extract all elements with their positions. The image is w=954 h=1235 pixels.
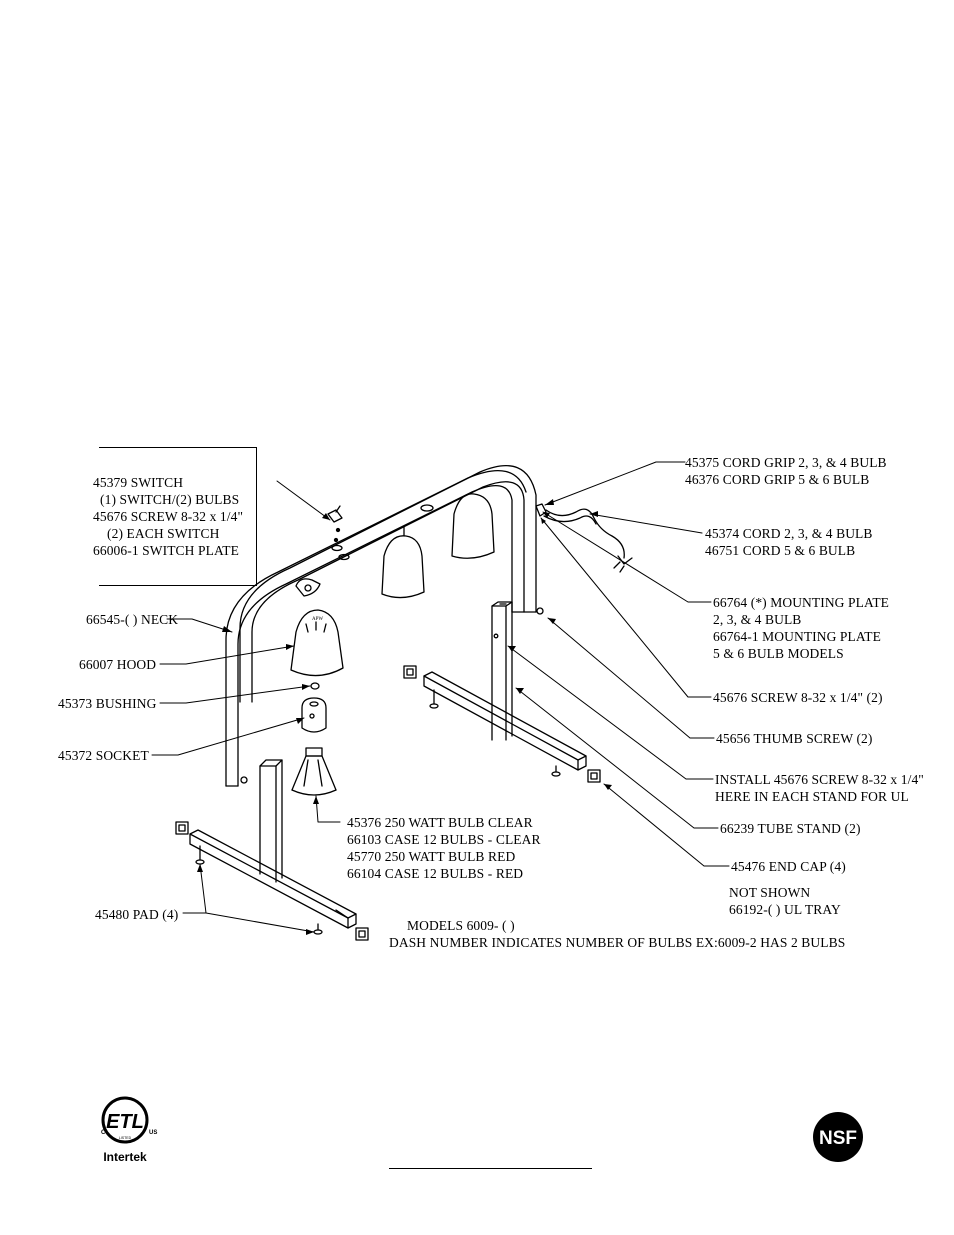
nsf-mark-text: NSF [819,1128,857,1149]
nsf-logo: NSF [813,1112,863,1162]
screw-label: 45676 SCREW 8-32 x 1/4" (2) [713,690,883,705]
tube-stand-left [189,759,357,935]
mounting-plate-label-3: 66764-1 MOUNTING PLATE [713,629,881,644]
bulb-part [291,747,337,796]
end-cap-left-1 [175,821,189,835]
bulb-label-2: 66103 CASE 12 BULBS - CLEAR [347,832,541,847]
mounting-plate-label-4: 5 & 6 BULB MODELS [713,646,844,661]
etl-listed-logo: ETL C US LISTED Intertek [101,1096,157,1164]
intertek-text: Intertek [103,1150,147,1164]
switch-callout-box [99,447,257,586]
hood-label: 66007 HOOD [79,657,157,672]
hood-exploded: APW [290,609,344,677]
thumb-screw-label: 45656 THUMB SCREW (2) [716,731,873,746]
end-cap-right-1 [403,665,417,679]
dash-note-label: DASH NUMBER INDICATES NUMBER OF BULBS EX… [389,935,846,950]
neck-frame [225,465,544,787]
tube-stand-label: 66239 TUBE STAND (2) [720,821,861,836]
etl-c-text: C [101,1130,106,1136]
switch-label-4: (2) EACH SWITCH [107,526,220,541]
neck-label: 66545-( ) NECK [86,612,179,627]
end-cap-label: 45476 END CAP (4) [731,859,846,874]
mounting-plate-label-1: 66764 (*) MOUNTING PLATE [713,595,890,610]
arrowheads [197,499,612,935]
cord-label-2: 46751 CORD 5 & 6 BULB [705,543,856,558]
svg-text:APW: APW [312,617,323,622]
bushing-label: 45373 BUSHING [58,696,157,711]
bulb-label-1: 45376 250 WATT BULB CLEAR [347,815,533,830]
switch-part [327,505,343,552]
cord-part [535,503,633,573]
models-label: MODELS 6009- ( ) [407,918,515,933]
cord-grip-label-1: 45375 CORD GRIP 2, 3, & 4 BULB [685,455,887,470]
etl-us-text: US [149,1130,157,1136]
bulb-label-3: 45770 250 WATT BULB RED [347,849,516,864]
switch-plate-part [295,578,321,597]
cord-grip-label-2: 46376 CORD GRIP 5 & 6 BULB [685,472,870,487]
hood-back-2 [451,493,495,559]
tube-stand-right [423,601,587,777]
etl-listed-text: LISTED [119,1136,132,1140]
switch-label-5: 66006-1 SWITCH PLATE [93,543,239,558]
install-label-2: HERE IN EACH STAND FOR UL [715,789,909,804]
switch-label-1: 45379 SWITCH [93,475,184,490]
pad-label: 45480 PAD (4) [95,907,179,922]
install-label-1: INSTALL 45676 SCREW 8-32 x 1/4" [715,772,924,787]
switch-label-3: 45676 SCREW 8-32 x 1/4" [93,509,244,524]
ul-tray-label: 66192-( ) UL TRAY [729,902,841,917]
cord-label-1: 45374 CORD 2, 3, & 4 BULB [705,526,873,541]
leader-lines [151,461,730,933]
end-cap-left-2 [355,927,369,941]
bulb-label-4: 66104 CASE 12 BULBS - RED [347,866,524,881]
signature-line [389,1168,592,1169]
hood-back-1 [381,525,425,599]
not-shown-label: NOT SHOWN [729,885,811,900]
socket-part [301,697,327,733]
socket-label: 45372 SOCKET [58,748,149,763]
switch-label-2: (1) SWITCH/(2) BULBS [100,492,240,507]
etl-mark-text: ETL [106,1111,144,1133]
mounting-plate-label-2: 2, 3, & 4 BULB [713,612,802,627]
bushing-part [310,682,320,690]
end-cap-right-2 [587,769,601,783]
